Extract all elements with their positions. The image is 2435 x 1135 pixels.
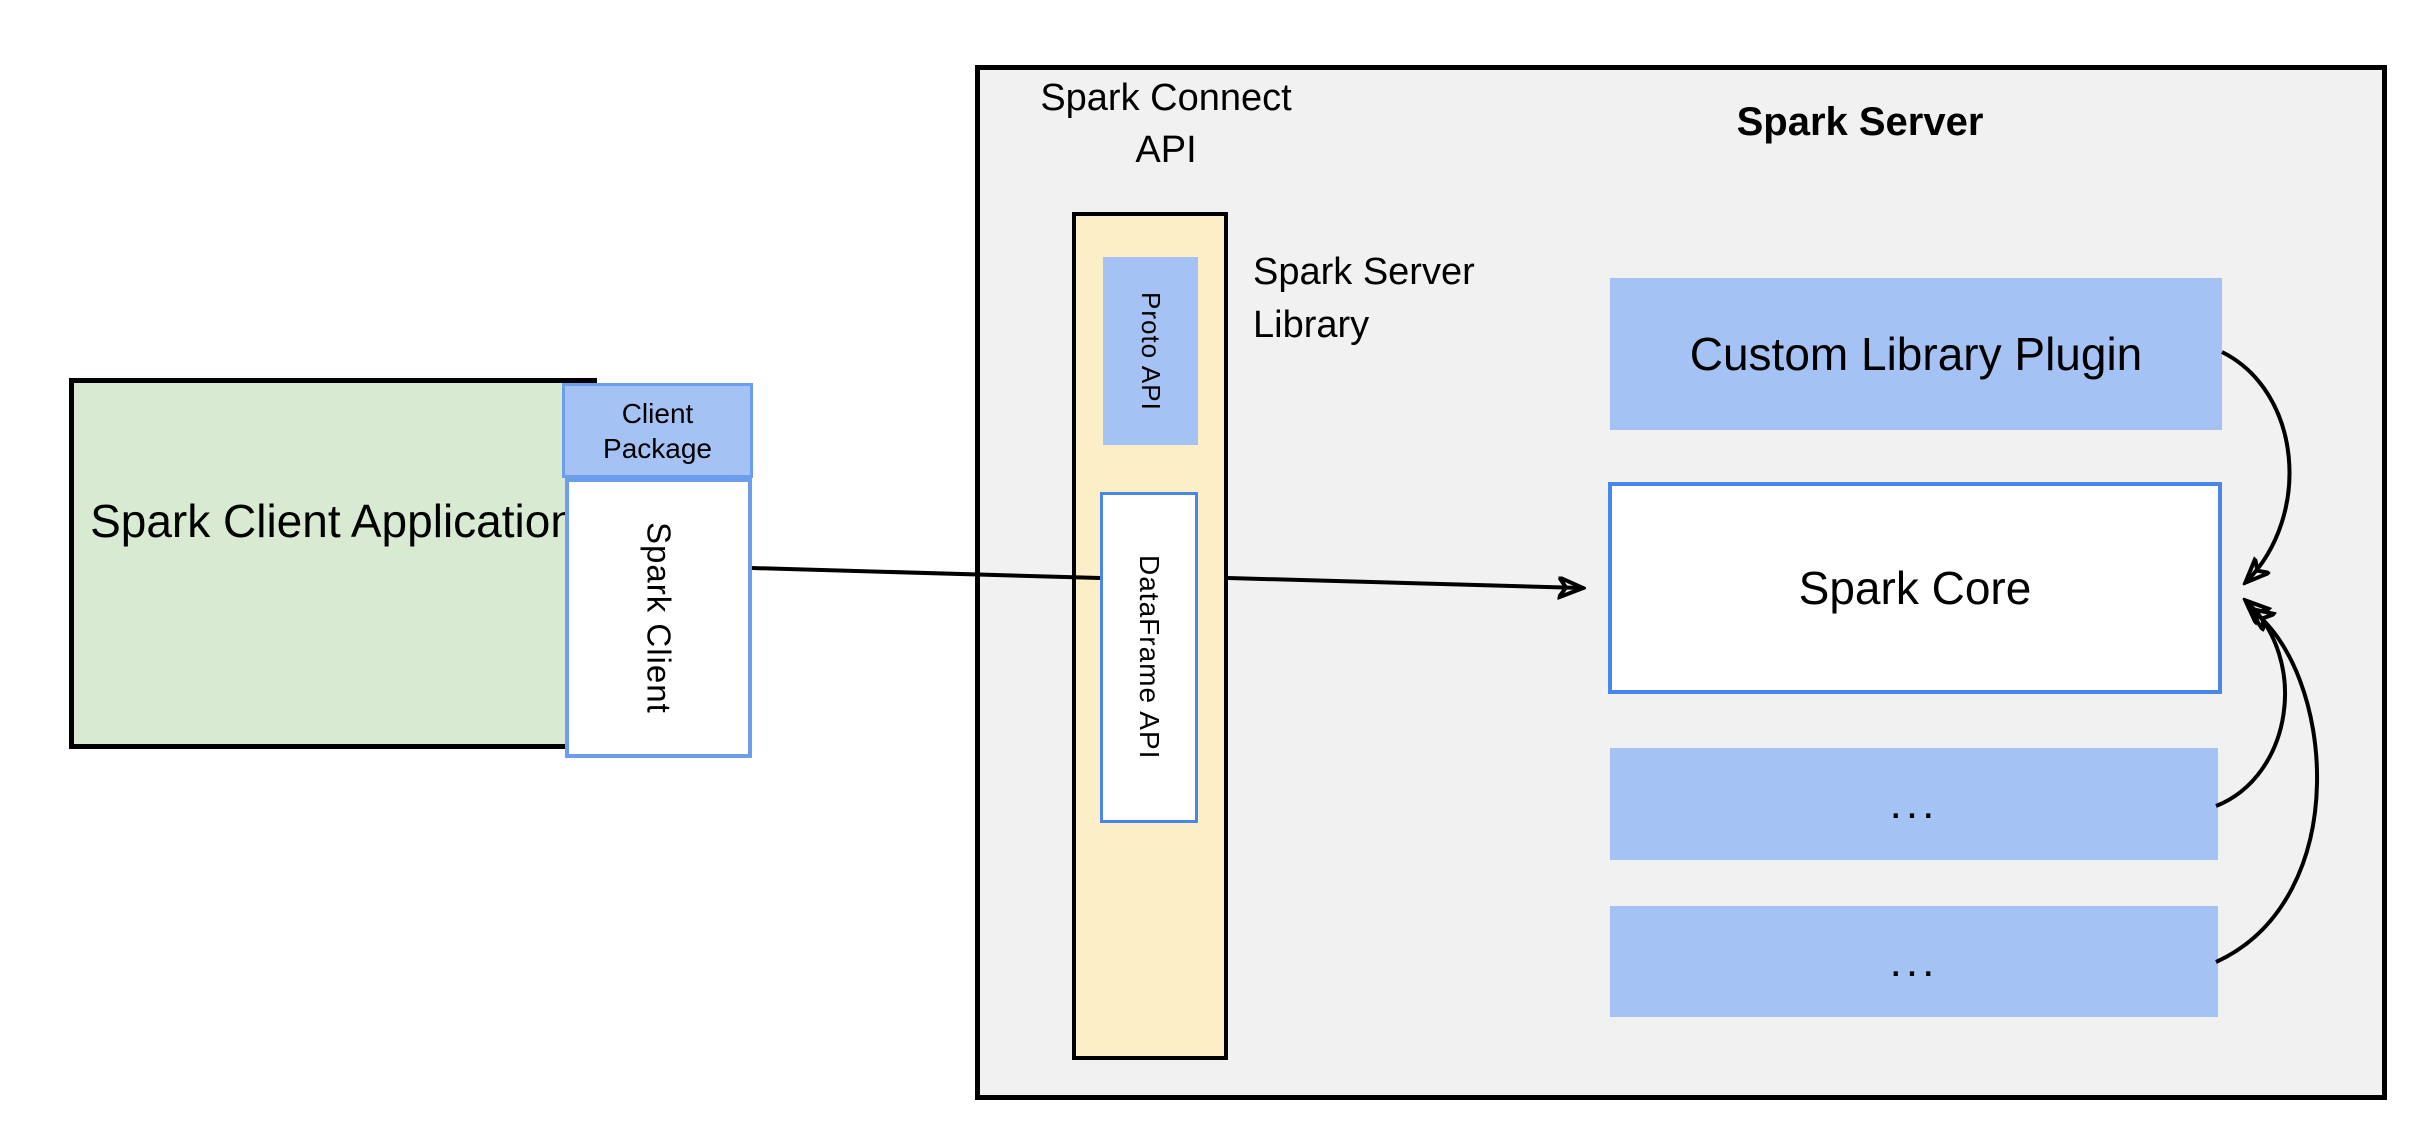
dataframe-api-label: DataFrame API xyxy=(1134,555,1165,760)
spark-client-application-label: Spark Client Application xyxy=(90,495,576,547)
proto-api-label: Proto API xyxy=(1136,291,1166,411)
spark-server-title: Spark Server xyxy=(1736,100,1984,144)
client-package-box: Client Package xyxy=(562,383,753,478)
spark-client-application-box xyxy=(69,378,597,749)
extra-plugin-box-1: ... xyxy=(1610,748,2218,860)
extra-plugin-box-2: ... xyxy=(1610,906,2218,1017)
extra-plugin-box-1-label: ... xyxy=(1889,779,1939,828)
spark-core-label: Spark Core xyxy=(1798,562,2032,614)
dataframe-api-box: DataFrame API xyxy=(1100,492,1198,823)
spark-core-box: Spark Core xyxy=(1608,482,2222,694)
custom-library-plugin-box: Custom Library Plugin xyxy=(1610,278,2222,430)
spark-server-library-label: Spark Server Library xyxy=(1253,251,1475,347)
spark-connect-api-title: Spark Connect API xyxy=(1040,77,1292,172)
spark-client-box: Spark Client xyxy=(565,478,752,758)
spark-client-label: Spark Client xyxy=(640,522,678,714)
proto-api-box: Proto API xyxy=(1103,257,1198,445)
client-package-label: Client Package xyxy=(603,397,712,464)
custom-library-plugin-label: Custom Library Plugin xyxy=(1689,328,2143,380)
extra-plugin-box-2-label: ... xyxy=(1889,936,1939,986)
